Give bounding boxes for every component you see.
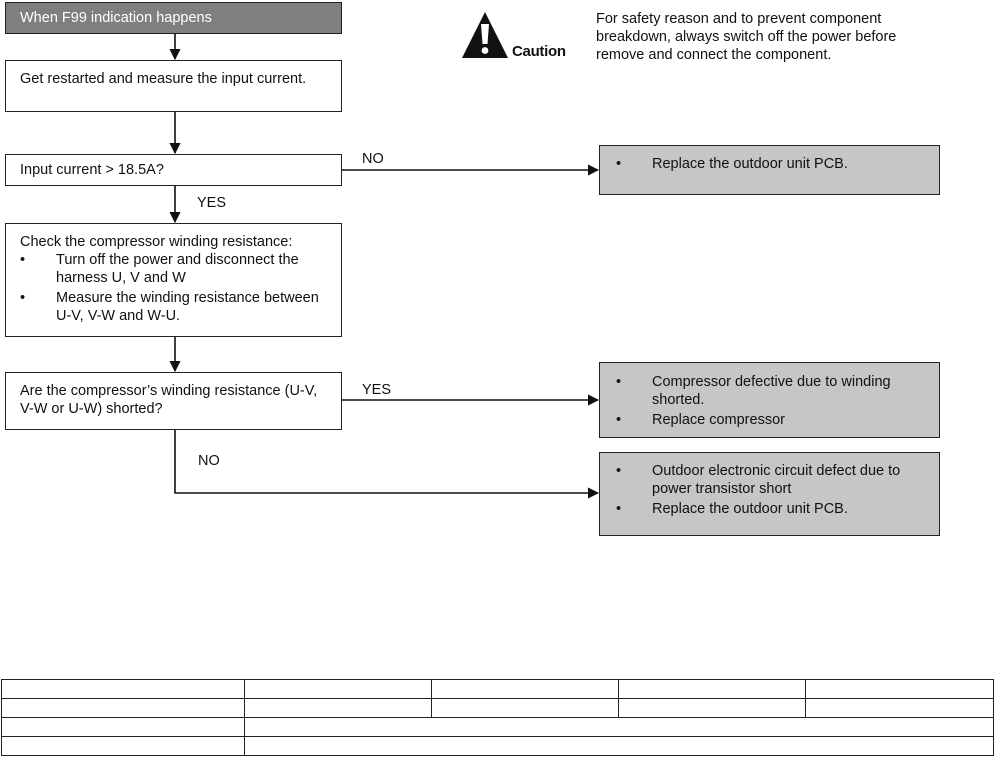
- step2-bullet: Turn off the power and disconnect the ha…: [20, 251, 333, 287]
- table-cell: [431, 679, 619, 699]
- step2-bullet: Measure the winding resistance between U…: [20, 289, 333, 325]
- decision1-box: Input current > 18.5A?: [5, 154, 342, 186]
- table-cell: [1, 679, 245, 699]
- table-row: [1, 736, 994, 756]
- result2-bullet: Replace compressor: [616, 411, 927, 429]
- table-cell: [244, 736, 994, 756]
- result3-box: Outdoor electronic circuit defect due to…: [599, 452, 940, 536]
- decision1-no-label: NO: [362, 151, 384, 167]
- table-row: [1, 698, 994, 718]
- table-row: [1, 679, 994, 699]
- caution-text: For safety reason and to prevent compone…: [596, 11, 897, 63]
- step2-intro: Check the compressor winding resistance:: [20, 234, 293, 250]
- warning-triangle-icon: [462, 12, 508, 58]
- result3-bullet: Outdoor electronic circuit defect due to…: [616, 462, 927, 498]
- table-cell: [1, 698, 245, 718]
- step1-box: Get restarted and measure the input curr…: [5, 60, 342, 112]
- arrow-decision2-no: [174, 430, 600, 499]
- footer-table: [1, 679, 994, 756]
- table-cell: [1, 717, 245, 737]
- table-cell: [805, 698, 994, 718]
- result1-box: Replace the outdoor unit PCB.: [599, 145, 940, 195]
- result3-bullet: Replace the outdoor unit PCB.: [616, 500, 927, 518]
- decision2-box: Are the compressor’s winding resistance …: [5, 372, 342, 430]
- step2-box: Check the compressor winding resistance:…: [5, 223, 342, 337]
- step2-bullets: Turn off the power and disconnect the ha…: [20, 251, 333, 325]
- start-text: When F99 indication happens: [20, 10, 212, 26]
- decision2-text: Are the compressor’s winding resistance …: [20, 383, 318, 417]
- table-cell: [618, 698, 806, 718]
- table-cell: [244, 717, 994, 737]
- caution-label: Caution: [512, 43, 566, 60]
- table-cell: [1, 736, 245, 756]
- decision1-text: Input current > 18.5A?: [20, 162, 164, 178]
- table-cell: [805, 679, 994, 699]
- start-box: When F99 indication happens: [5, 2, 342, 34]
- decision1-yes-label: YES: [197, 195, 227, 211]
- result1-bullet: Replace the outdoor unit PCB.: [616, 155, 939, 173]
- decision2-no-label: NO: [198, 453, 220, 469]
- result2-bullet: Compressor defective due to winding shor…: [616, 373, 927, 409]
- table-cell: [431, 698, 619, 718]
- result2-box: Compressor defective due to winding shor…: [599, 362, 940, 438]
- table-row: [1, 717, 994, 737]
- table-cell: [244, 698, 432, 718]
- decision2-yes-label: YES: [362, 382, 392, 398]
- table-cell: [244, 679, 432, 699]
- table-cell: [618, 679, 806, 699]
- step1-text: Get restarted and measure the input curr…: [20, 71, 307, 87]
